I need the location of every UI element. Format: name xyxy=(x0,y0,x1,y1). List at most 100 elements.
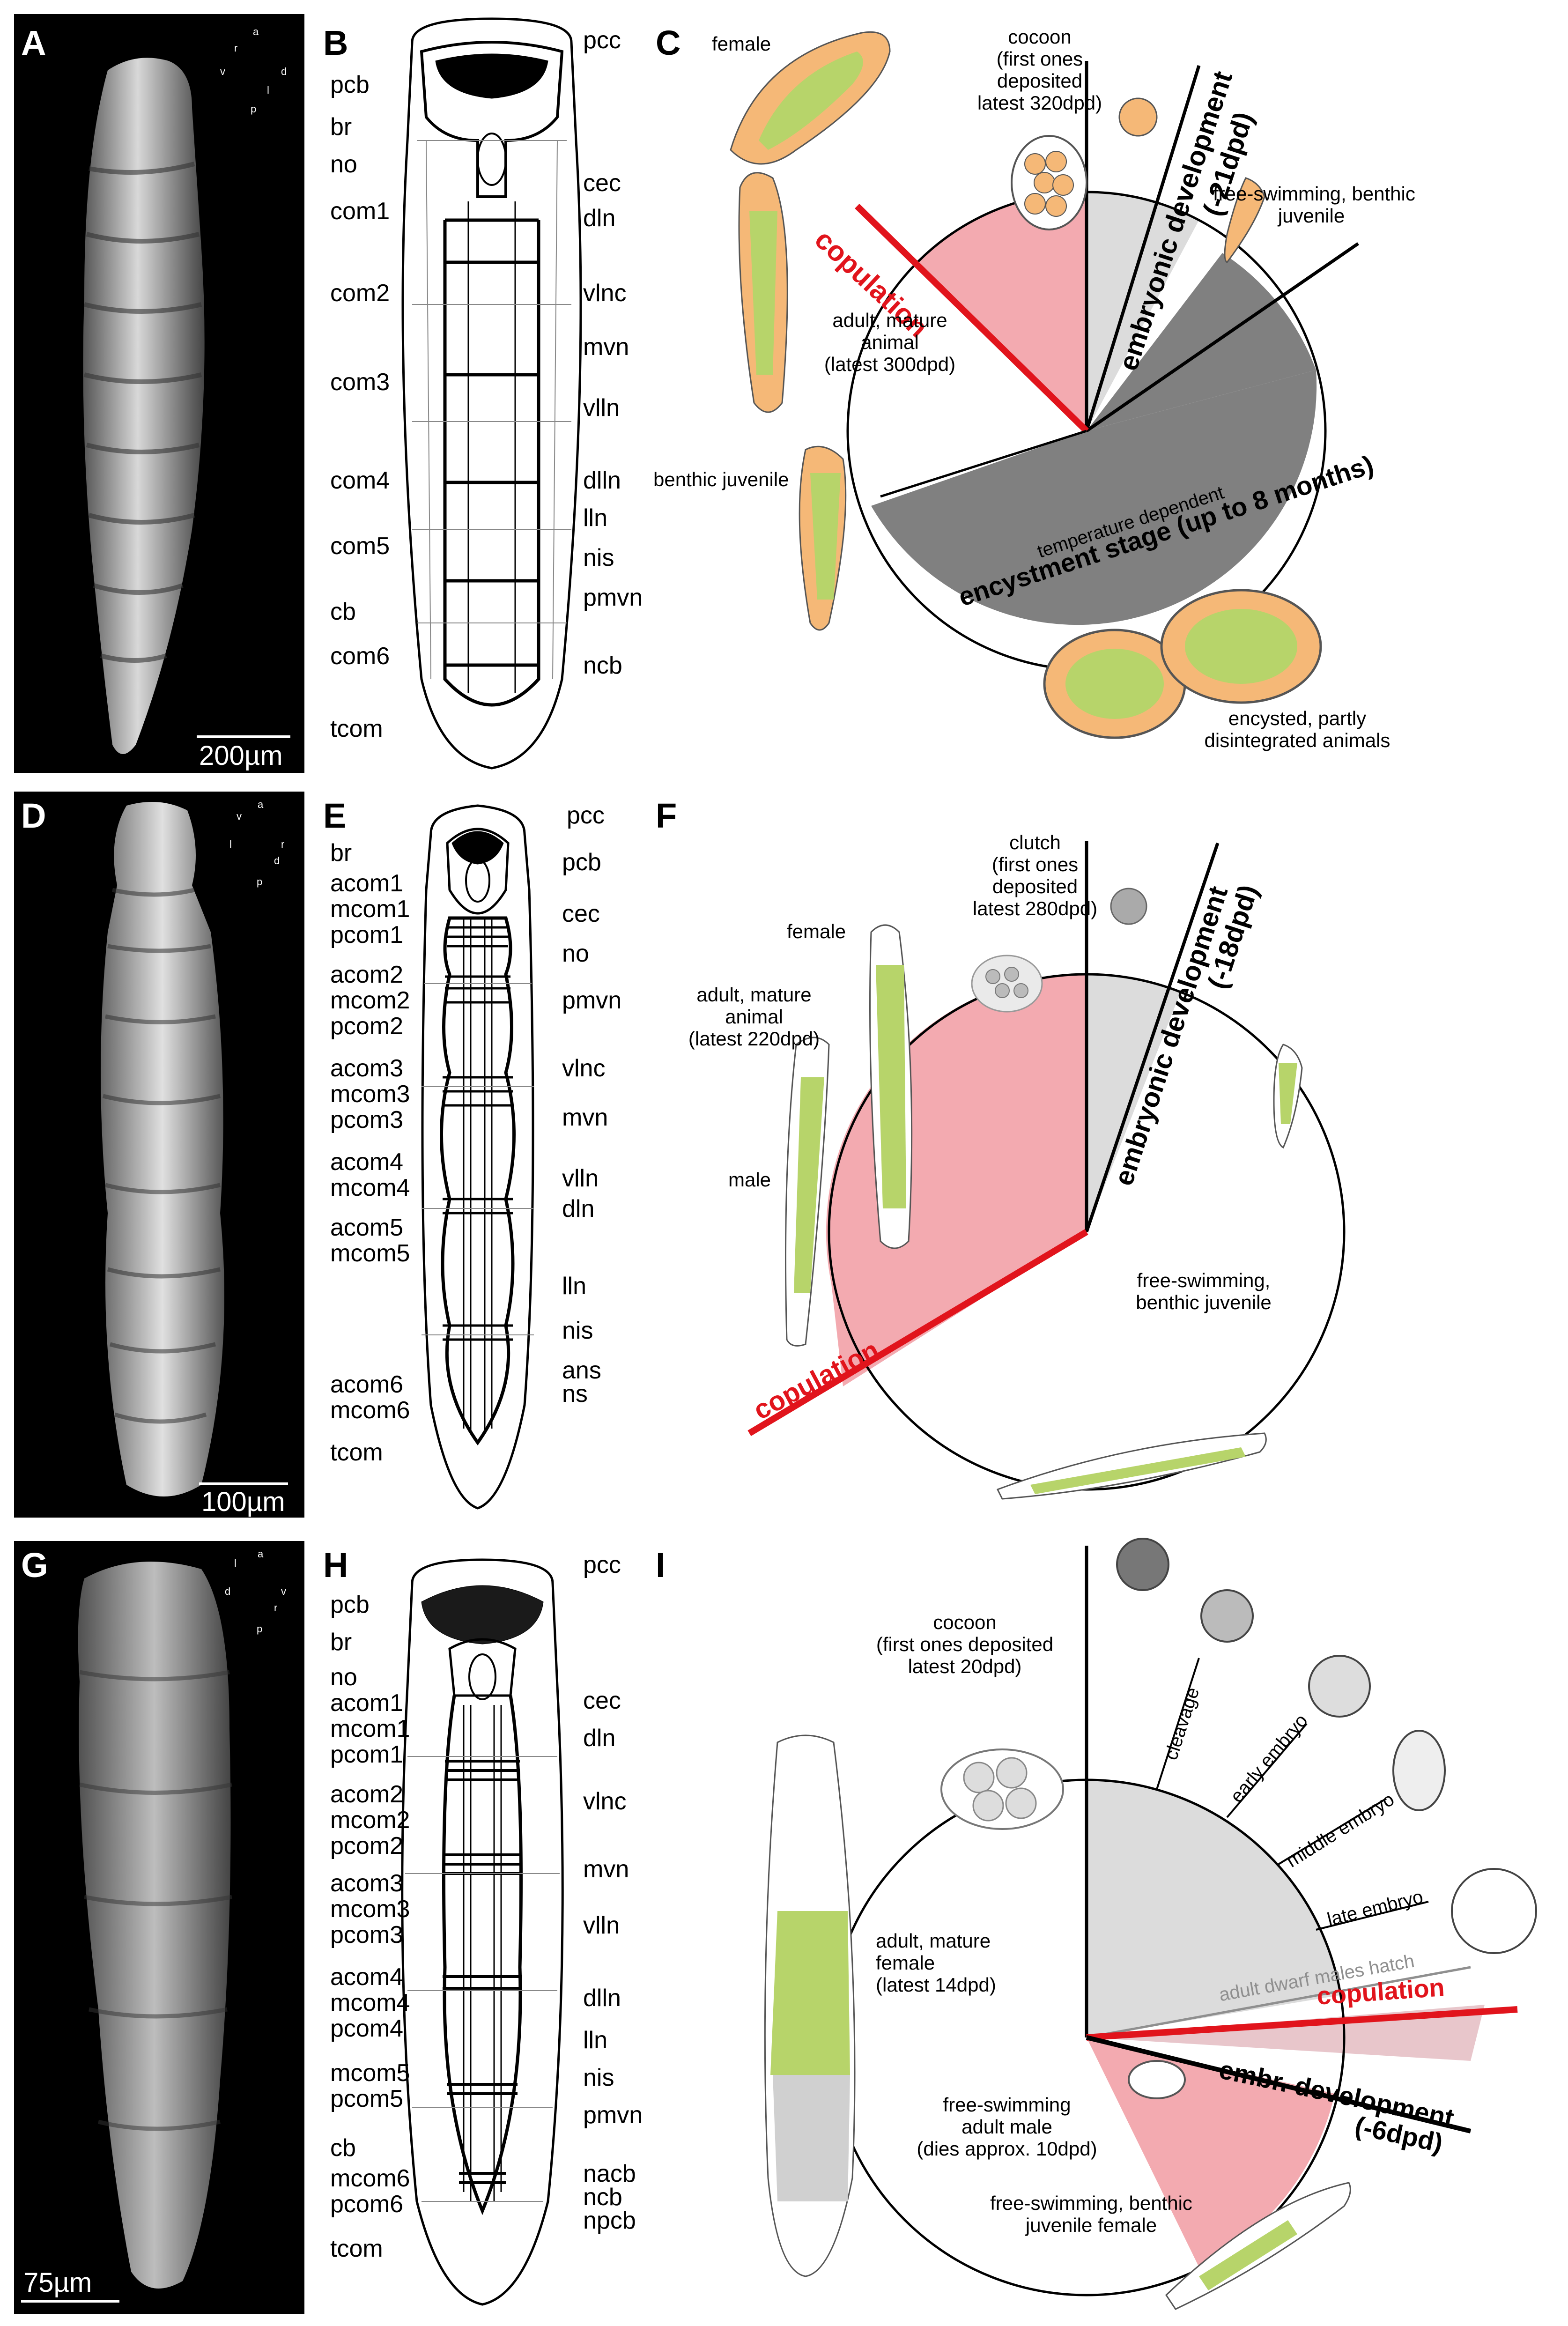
label-b-cb: cb xyxy=(330,598,356,625)
label-i-middle: middle embryo xyxy=(1282,1789,1398,1872)
axis-g-a: a xyxy=(258,1548,264,1560)
label-h-pcom3: pcom3 xyxy=(330,1921,404,1948)
label-e-pcom3: pcom3 xyxy=(330,1106,404,1133)
label-h-lln: lln xyxy=(583,2027,608,2054)
panel-label-i: I xyxy=(656,1546,666,1585)
caption-c-female: female xyxy=(712,33,771,55)
axis-d: d xyxy=(281,66,287,77)
label-b-com3: com3 xyxy=(330,369,390,396)
label-e-pcb: pcb xyxy=(562,849,601,876)
axis-d-a: a xyxy=(258,799,264,810)
label-h-mcom4: mcom4 xyxy=(330,1989,410,2016)
label-b-dln: dln xyxy=(583,205,616,232)
label-b-com5: com5 xyxy=(330,533,390,560)
label-h-cec: cec xyxy=(583,1687,621,1714)
label-h-dlln: dlln xyxy=(583,1985,621,2012)
label-f-embryonic: embryonic development xyxy=(1108,882,1234,1189)
scale-label-d: 100µm xyxy=(201,1487,285,1517)
label-i-embr: embr. development xyxy=(1216,2054,1457,2133)
label-e-no: no xyxy=(562,940,589,967)
label-h-mcom5: mcom5 xyxy=(330,2059,410,2087)
label-b-vlnc: vlnc xyxy=(583,280,627,307)
label-e-pcom2: pcom2 xyxy=(330,1013,404,1040)
label-b-com4: com4 xyxy=(330,467,390,494)
label-h-mvn: mvn xyxy=(583,1856,629,1883)
panel-label-a: A xyxy=(21,23,46,62)
sem-image-a xyxy=(14,14,304,773)
label-b-com6: com6 xyxy=(330,643,390,670)
axis-l: l xyxy=(267,84,269,96)
label-e-acom5: acom5 xyxy=(330,1214,404,1241)
label-h-pcc: pcc xyxy=(583,1551,621,1578)
label-b-dlln: dlln xyxy=(583,467,621,494)
label-e-pcc: pcc xyxy=(567,802,605,829)
label-e-dln: dln xyxy=(562,1195,595,1222)
label-e-acom3: acom3 xyxy=(330,1055,404,1082)
axis-g-r: r xyxy=(274,1602,278,1614)
sem-worm-g xyxy=(78,1562,232,2289)
label-h-acom1: acom1 xyxy=(330,1689,404,1717)
label-e-acom1: acom1 xyxy=(330,870,404,897)
label-e-acom6: acom6 xyxy=(330,1371,404,1398)
label-e-ns: ns xyxy=(562,1380,588,1407)
label-h-acom2: acom2 xyxy=(330,1781,404,1808)
axis-d-d: d xyxy=(274,855,280,867)
label-e-acom4: acom4 xyxy=(330,1148,404,1176)
panel-label-h: H xyxy=(323,1546,348,1585)
caption-f-male: male xyxy=(728,1169,771,1191)
axis-v: v xyxy=(220,66,225,77)
label-h-mcom2: mcom2 xyxy=(330,1807,410,1834)
axis-d-p: p xyxy=(257,876,263,888)
label-e-mvn: mvn xyxy=(562,1104,608,1131)
caption-f-juvenile: free-swimming,benthic juvenile xyxy=(1136,1269,1272,1314)
label-e-vlln: vlln xyxy=(562,1165,599,1192)
label-e-mcom6: mcom6 xyxy=(330,1397,410,1424)
scale-bar-a xyxy=(197,735,290,738)
axis-g-d: d xyxy=(225,1585,231,1597)
label-e-mcom4: mcom4 xyxy=(330,1174,410,1201)
label-b-vlln: vlln xyxy=(583,394,620,422)
scale-label-g: 75µm xyxy=(23,2267,92,2298)
label-h-cb: cb xyxy=(330,2134,356,2162)
label-b-pcb: pcb xyxy=(330,71,370,98)
label-h-br: br xyxy=(330,1629,352,1656)
sem-worm-a xyxy=(83,58,205,754)
axis-d-r: r xyxy=(281,838,285,850)
label-e-mcom5: mcom5 xyxy=(330,1240,410,1267)
label-b-no: no xyxy=(330,151,357,178)
label-b-com1: com1 xyxy=(330,198,390,225)
label-e-pcom1: pcom1 xyxy=(330,921,404,948)
label-e-nis: nis xyxy=(562,1317,593,1344)
label-b-ncb: ncb xyxy=(583,652,622,679)
label-e-lln: lln xyxy=(562,1273,587,1300)
label-i-early: early embryo xyxy=(1226,1710,1312,1807)
label-h-vlnc: vlnc xyxy=(583,1788,627,1815)
label-h-pmvn: pmvn xyxy=(583,2102,643,2129)
sem-image-g xyxy=(14,1541,304,2314)
axis-a-top: a xyxy=(253,26,259,37)
label-e-mcom3: mcom3 xyxy=(330,1081,410,1108)
scale-label-a: 200µm xyxy=(199,741,283,771)
label-h-pcom5: pcom5 xyxy=(330,2085,404,2112)
label-e-cec: cec xyxy=(562,900,600,927)
label-h-nacb: nacb xyxy=(583,2160,636,2187)
label-h-ncb: ncb xyxy=(583,2184,622,2211)
label-b-br: br xyxy=(330,113,352,141)
label-h-pcom4: pcom4 xyxy=(330,2015,404,2042)
label-h-pcom1: pcom1 xyxy=(330,1741,404,1768)
label-f-copulation: copulation xyxy=(748,1334,884,1426)
panel-label-b: B xyxy=(323,23,348,62)
label-b-tcom: tcom xyxy=(330,715,383,742)
label-h-pcom6: pcom6 xyxy=(330,2191,404,2218)
scale-bar-g xyxy=(21,2300,119,2303)
panel-label-f: F xyxy=(656,796,677,835)
label-b-lln: lln xyxy=(583,504,608,532)
label-h-mcom6: mcom6 xyxy=(330,2165,410,2192)
